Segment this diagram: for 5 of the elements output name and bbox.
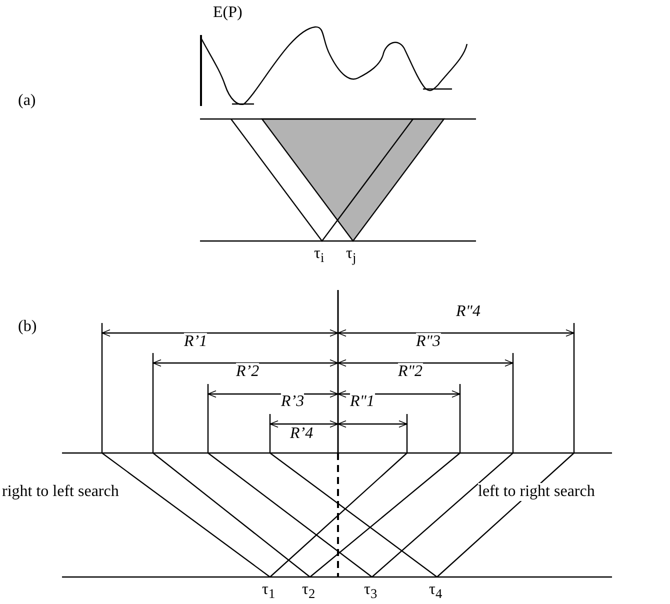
axis-label: E(P) [213,4,242,22]
panel-label: (a) [18,92,36,110]
panel-label: (b) [18,318,37,336]
annotation: left to right search [478,483,595,501]
annotation: right to left search [2,483,119,501]
